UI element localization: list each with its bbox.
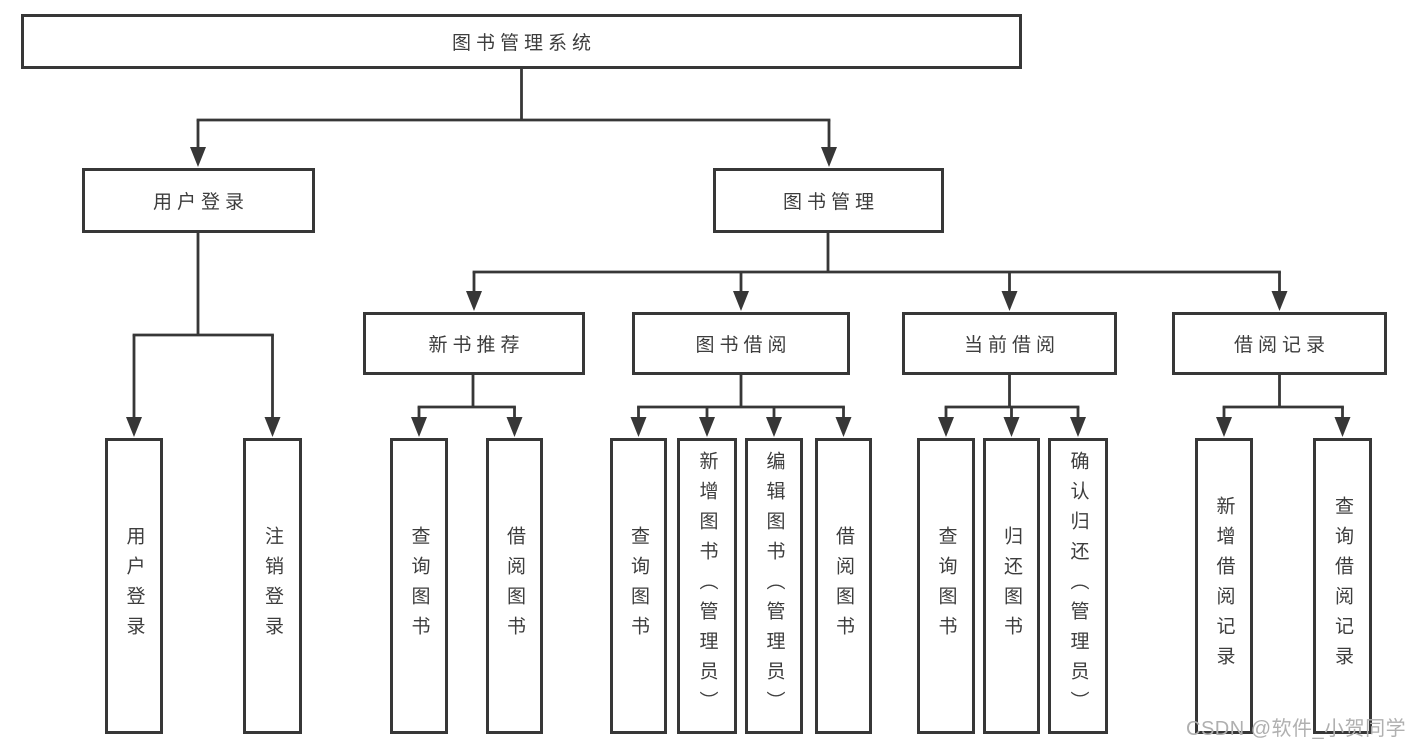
node-label: 当前借阅 bbox=[963, 335, 1060, 356]
leaf-add-books-admin: 新增图书（管理员） bbox=[677, 438, 737, 734]
node-book-management-system: 图书管理系统 bbox=[21, 14, 1022, 69]
leaf-borrow-books-recommend: 借阅图书 bbox=[486, 438, 543, 734]
node-label: 借阅记录 bbox=[1233, 335, 1330, 356]
node-label: 图书管理系统 bbox=[451, 33, 596, 54]
leaf-query-books-current: 查询图书 bbox=[917, 438, 975, 734]
node-label: 确认归还（管理员） bbox=[1067, 451, 1089, 721]
node-label: 编辑图书（管理员） bbox=[763, 451, 785, 721]
node-label: 查询图书 bbox=[935, 526, 957, 646]
leaf-edit-books-admin: 编辑图书（管理员） bbox=[745, 438, 803, 734]
node-label: 借阅图书 bbox=[833, 526, 854, 646]
leaf-borrow-books-borrowing: 借阅图书 bbox=[815, 438, 872, 734]
node-label: 图书管理 bbox=[782, 192, 879, 213]
leaf-confirm-return-admin: 确认归还（管理员） bbox=[1048, 438, 1108, 734]
leaf-logout: 注销登录 bbox=[243, 438, 302, 734]
node-label: 用户登录 bbox=[152, 192, 249, 213]
node-user-login: 用户登录 bbox=[82, 168, 315, 233]
node-borrowing-records: 借阅记录 bbox=[1172, 312, 1387, 375]
node-new-book-recommend: 新书推荐 bbox=[363, 312, 585, 375]
node-current-borrowing: 当前借阅 bbox=[902, 312, 1117, 375]
node-label: 归还图书 bbox=[1001, 526, 1022, 646]
node-label: 新书推荐 bbox=[428, 335, 525, 356]
node-label: 注销登录 bbox=[262, 526, 283, 646]
node-label: 查询图书 bbox=[408, 526, 430, 646]
leaf-user-login: 用户登录 bbox=[105, 438, 163, 734]
leaf-query-borrow-record: 查询借阅记录 bbox=[1313, 438, 1372, 734]
node-book-borrowing: 图书借阅 bbox=[632, 312, 850, 375]
node-label: 新增图书（管理员） bbox=[696, 451, 718, 721]
node-label: 图书借阅 bbox=[695, 335, 792, 356]
leaf-add-borrow-record: 新增借阅记录 bbox=[1195, 438, 1253, 734]
leaf-query-books-borrowing: 查询图书 bbox=[610, 438, 667, 734]
node-label: 用户登录 bbox=[123, 526, 145, 646]
node-label: 查询图书 bbox=[628, 526, 649, 646]
leaf-query-books-recommend: 查询图书 bbox=[390, 438, 448, 734]
node-label: 新增借阅记录 bbox=[1213, 496, 1235, 676]
node-label: 查询借阅记录 bbox=[1332, 496, 1353, 676]
leaf-return-books: 归还图书 bbox=[983, 438, 1040, 734]
node-label: 借阅图书 bbox=[504, 526, 525, 646]
node-book-management: 图书管理 bbox=[713, 168, 944, 233]
watermark: CSDN @软件_小贺同学 bbox=[1186, 718, 1405, 740]
